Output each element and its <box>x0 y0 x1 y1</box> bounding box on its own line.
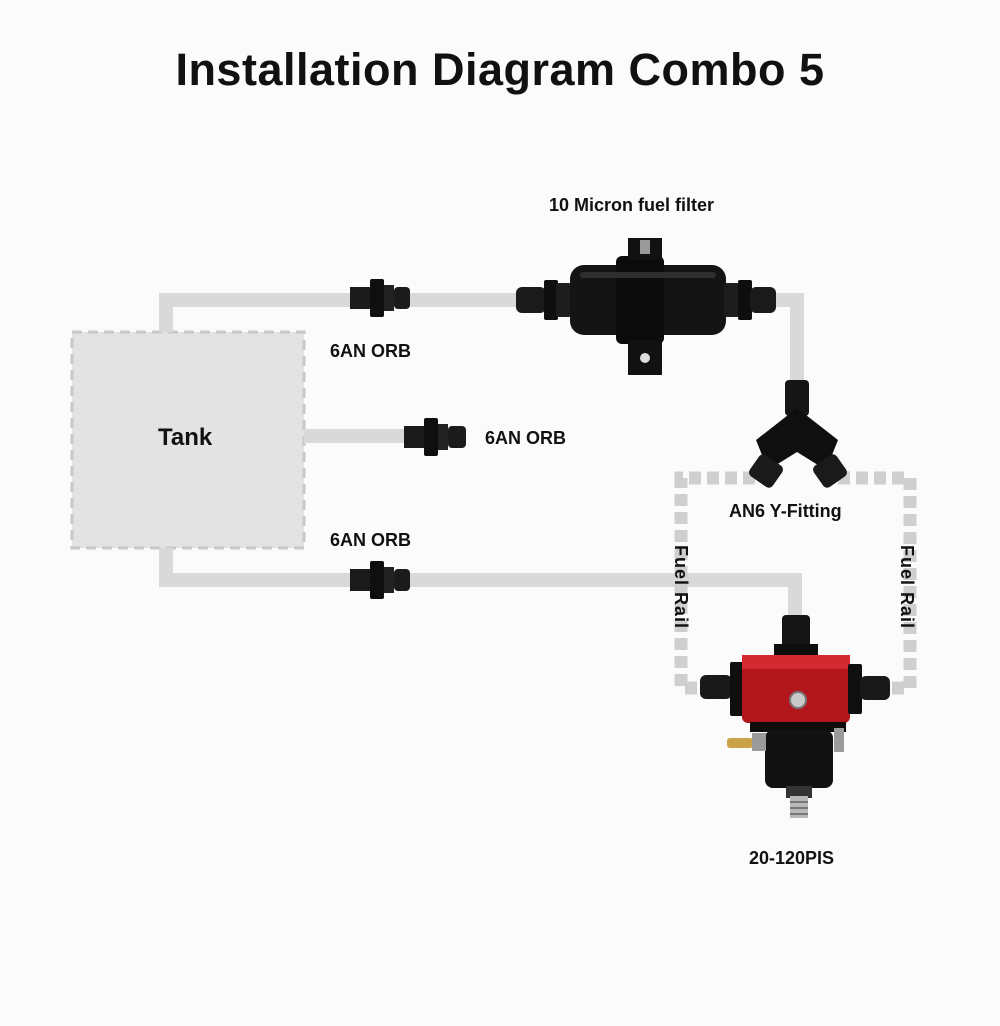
filter-to-y-line <box>770 293 804 385</box>
fuel-rail-label-right: Fuel Rail <box>897 545 917 630</box>
orb-label-top: 6AN ORB <box>330 341 412 361</box>
return-line-bottom <box>159 548 802 615</box>
tank-label: Tank <box>158 424 213 451</box>
fuel-rail-label-left: Fuel Rail <box>671 545 691 630</box>
y-fitting <box>749 380 847 488</box>
orb-fitting-middle <box>404 418 466 456</box>
orb-label-middle: 6AN ORB <box>485 428 567 448</box>
supply-line <box>159 293 520 332</box>
filter-label: 10 Micron fuel filter <box>549 195 715 215</box>
orb-fitting-bottom <box>350 561 410 599</box>
fuel-filter <box>516 238 776 375</box>
orb-label-bottom: 6AN ORB <box>330 530 412 550</box>
fuel-rail-loop <box>674 471 917 695</box>
orb-fitting-top <box>350 279 410 317</box>
tank-box <box>70 330 306 550</box>
y-fitting-label: AN6 Y-Fitting <box>729 501 842 521</box>
regulator-label: 20-120PIS <box>749 848 835 868</box>
fuel-pressure-regulator <box>700 615 890 818</box>
page-title: Installation Diagram Combo 5 <box>175 44 825 95</box>
